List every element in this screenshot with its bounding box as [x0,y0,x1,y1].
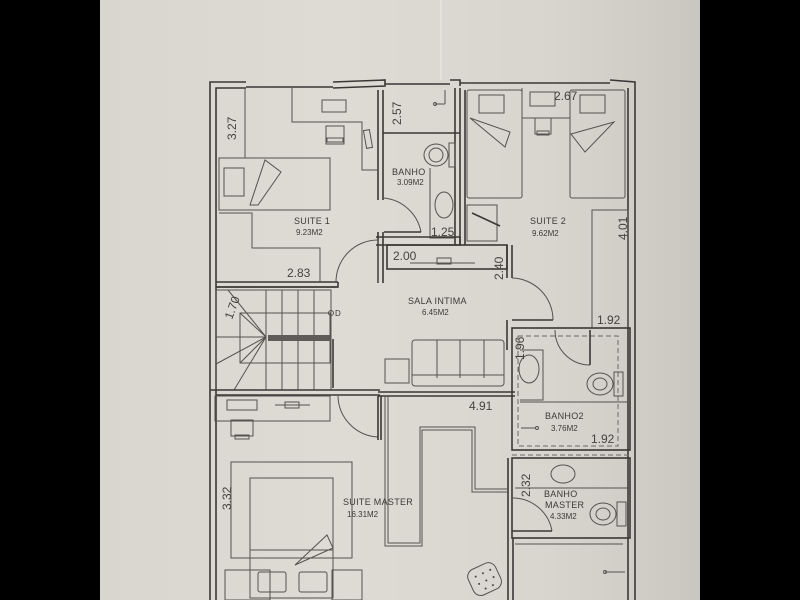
stairs [210,289,380,396]
room-area-banho: 3.09M2 [397,178,424,187]
room-label-suite-2: SUITE 2 [530,216,566,226]
room-label-banho-2: BANHO2 [545,411,584,421]
room-area-banho-master: 4.33M2 [550,512,577,521]
stair-marker: D [335,309,341,318]
dim-suite2-height: 4.01 [616,216,630,240]
room-suite-1 [216,88,384,288]
room-banho-master [507,457,631,600]
room-banho-2 [511,327,631,456]
room-label-banho: BANHO [392,167,426,177]
dim-suite1-width: 2.83 [287,266,311,280]
room-area-suite-1: 9.23M2 [296,228,323,237]
dim-closet-height: 2.40 [492,256,506,280]
room-label-suite-master: SUITE MASTER [343,497,413,507]
dim-suite1-height: 3.27 [225,116,239,140]
dim-master-width: 4.91 [469,399,493,413]
dim-suite2-top: 2.67 [554,89,578,103]
dim-banho-master-height: 2.32 [519,473,533,497]
room-label-banho-master-1: BANHO [544,489,578,499]
paper-fold [440,0,442,80]
room-area-banho-2: 3.76M2 [551,424,578,433]
dim-banho-width: 1.25 [431,225,455,239]
room-label-sala-intima: SALA INTIMA [408,296,467,306]
room-labels: SUITE 1 9.23M2 BANHO 3.09M2 SUITE 2 9.62… [294,167,585,521]
dim-banho-height: 2.57 [390,101,404,125]
room-area-suite-master: 16.31M2 [347,510,379,519]
dim-suite2-width: 1.92 [597,313,621,327]
dim-master-height: 3.32 [220,486,234,510]
room-area-sala-intima: 6.45M2 [422,308,449,317]
dim-closet-width: 2.00 [393,249,417,263]
room-suite-master [214,395,508,600]
room-sala-intima [216,244,515,397]
dim-banho2-height: 1.96 [513,336,527,360]
room-label-banho-master-2: MASTER [545,500,585,510]
room-label-suite-1: SUITE 1 [294,216,330,226]
dim-banho2-width: 1.92 [591,432,615,446]
dimension-labels: 3.27 2.83 2.57 1.25 2.67 4.01 1.92 2.00 … [220,89,630,510]
room-area-suite-2: 9.62M2 [532,229,559,238]
paper-sheet [100,0,700,600]
outer-walls [209,79,636,600]
